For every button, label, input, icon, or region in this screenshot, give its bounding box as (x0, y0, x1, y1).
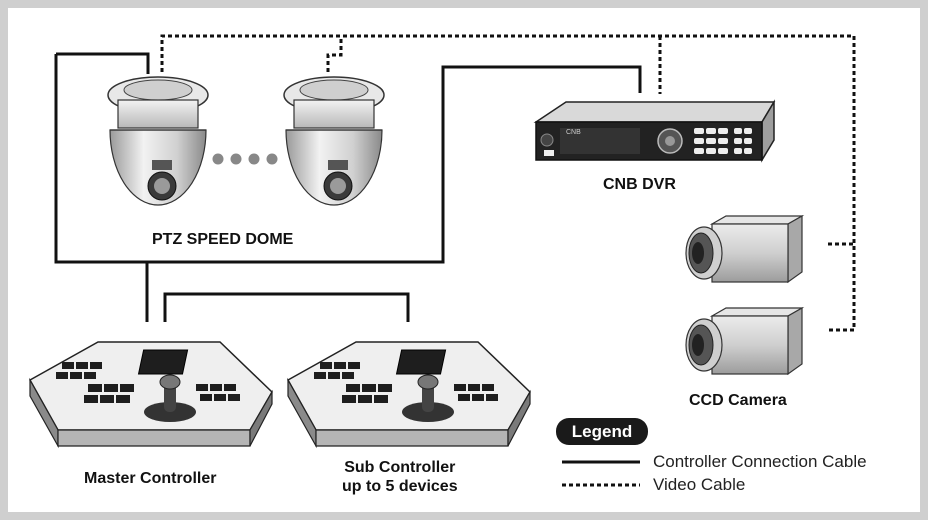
ptz-controller-loop (54, 52, 642, 264)
legend-solid-label: Controller Connection Cable (653, 452, 867, 471)
legend-title: Legend (556, 418, 648, 445)
video-cable-dome2 (326, 36, 343, 72)
ccd-camera-1 (685, 214, 805, 284)
more-domes-ellipsis (212, 153, 278, 165)
sub-controller-label-line2: up to 5 devices (342, 478, 458, 495)
sub-controller-label-line1: Sub Controller (344, 459, 456, 476)
video-cable-top (160, 34, 856, 332)
master-controller (28, 341, 273, 449)
ptz-dome-camera-2 (283, 76, 385, 206)
ptz-dome-camera-1 (107, 76, 209, 206)
ptz-speed-dome-label: PTZ SPEED DOME (152, 231, 294, 248)
sub-controller-label: Sub Controller up to 5 devices (342, 458, 458, 496)
ccd-camera-2 (685, 306, 805, 376)
master-controller-label: Master Controller (84, 470, 217, 487)
dvr-recorder: CNB (533, 99, 776, 163)
sub-controller (286, 341, 531, 449)
master-to-sub-cable (163, 292, 410, 322)
dvr-label: CNB DVR (603, 176, 676, 193)
controller-cables (54, 52, 642, 322)
ccd-camera-label: CCD Camera (689, 392, 787, 409)
legend-dotted-label: Video Cable (653, 475, 746, 494)
dvr-brand-text: CNB (566, 129, 581, 136)
video-cables (160, 34, 856, 332)
